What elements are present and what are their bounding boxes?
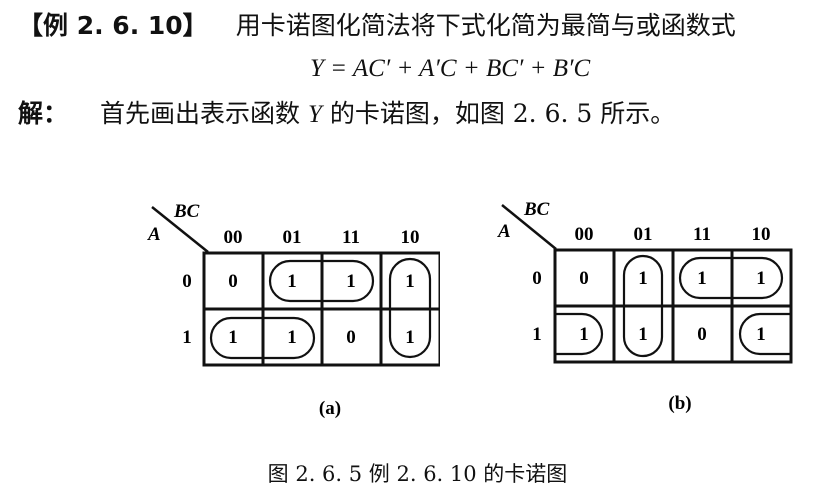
example-label: 【例 2. 6. 10】 bbox=[18, 11, 208, 40]
kmap-cell: 1 bbox=[405, 327, 415, 348]
solution-label: 解： bbox=[18, 99, 69, 128]
kmap-cell: 1 bbox=[346, 271, 356, 292]
loop-row0-cols01-11 bbox=[268, 259, 375, 303]
kmap-grid bbox=[202, 251, 440, 367]
grouping-loops bbox=[555, 254, 791, 358]
row-header: 0 bbox=[182, 271, 192, 292]
kmap-cell: 0 bbox=[697, 324, 707, 345]
kmap-cell: 0 bbox=[228, 271, 238, 292]
col-header: 01 bbox=[283, 227, 302, 248]
corner-diagonal bbox=[501, 204, 557, 250]
col-header: 11 bbox=[342, 227, 360, 248]
sublabel-b: (b) bbox=[668, 393, 691, 414]
col-header: 10 bbox=[752, 224, 771, 245]
boolean-equation: Y = AC′ + A′C + BC′ + B′C bbox=[310, 55, 591, 82]
kmap-cell: 1 bbox=[697, 268, 707, 289]
loop-row1-cols00-01 bbox=[209, 316, 316, 360]
col-header: 01 bbox=[634, 224, 653, 245]
loop-col10-rows0-1 bbox=[388, 257, 432, 359]
corner-diagonal bbox=[151, 206, 209, 253]
col-header: 00 bbox=[575, 224, 594, 245]
row-var-label: A bbox=[147, 224, 161, 245]
solution-function-var: Y bbox=[307, 101, 322, 128]
loop-row0-cols11-10 bbox=[678, 256, 784, 300]
col-header: 11 bbox=[693, 224, 711, 245]
sublabel-a: (a) bbox=[319, 398, 341, 419]
kmap-cell: 1 bbox=[579, 324, 589, 345]
kmap-cell: 1 bbox=[638, 324, 648, 345]
figure-caption: 图 2. 6. 5 例 2. 6. 10 的卡诺图 bbox=[267, 462, 568, 486]
kmap-grid bbox=[553, 248, 793, 364]
loop-row1-wrap-left bbox=[555, 312, 604, 356]
col-var-label: BC bbox=[523, 199, 550, 220]
kmap-cell: 1 bbox=[287, 271, 297, 292]
kmap-cell: 1 bbox=[756, 324, 766, 345]
kmap-cell: 1 bbox=[638, 268, 648, 289]
col-var-label: BC bbox=[173, 201, 200, 222]
row-var-label: A bbox=[497, 221, 511, 242]
solution-text-after: 的卡诺图，如图 2. 6. 5 所示。 bbox=[321, 99, 676, 128]
kmap-cell: 1 bbox=[405, 271, 415, 292]
loop-col01-rows0-1 bbox=[622, 254, 664, 358]
kmap-cell: 1 bbox=[756, 268, 766, 289]
example-problem-text: 用卡诺图化简法将下式化简为最简与或函数式 bbox=[235, 11, 736, 40]
kmap-cell: 0 bbox=[579, 268, 589, 289]
solution-text-before: 首先画出表示函数 bbox=[100, 99, 308, 128]
kmap-cell: 0 bbox=[346, 327, 356, 348]
karnaugh-map-a: BC A 00 01 11 10 0 1 0 1 1 1 1 1 0 1 (a) bbox=[147, 201, 440, 419]
kmap-cell: 1 bbox=[287, 327, 297, 348]
karnaugh-map-b: BC A 00 01 11 10 0 1 0 1 1 1 1 1 0 1 (b) bbox=[497, 199, 793, 414]
col-header: 00 bbox=[224, 227, 243, 248]
kmap-cell: 1 bbox=[228, 327, 238, 348]
grouping-loops bbox=[209, 257, 432, 360]
loop-row1-wrap-right bbox=[738, 312, 791, 356]
row-header: 1 bbox=[532, 324, 542, 345]
row-header: 0 bbox=[532, 268, 542, 289]
example-heading: 【例 2. 6. 10】用卡诺图化简法将下式化简为最简与或函数式 bbox=[18, 9, 736, 43]
row-header: 1 bbox=[182, 327, 192, 348]
solution-line: 解： 首先画出表示函数 Y 的卡诺图，如图 2. 6. 5 所示。 bbox=[18, 97, 675, 132]
col-header: 10 bbox=[401, 227, 420, 248]
